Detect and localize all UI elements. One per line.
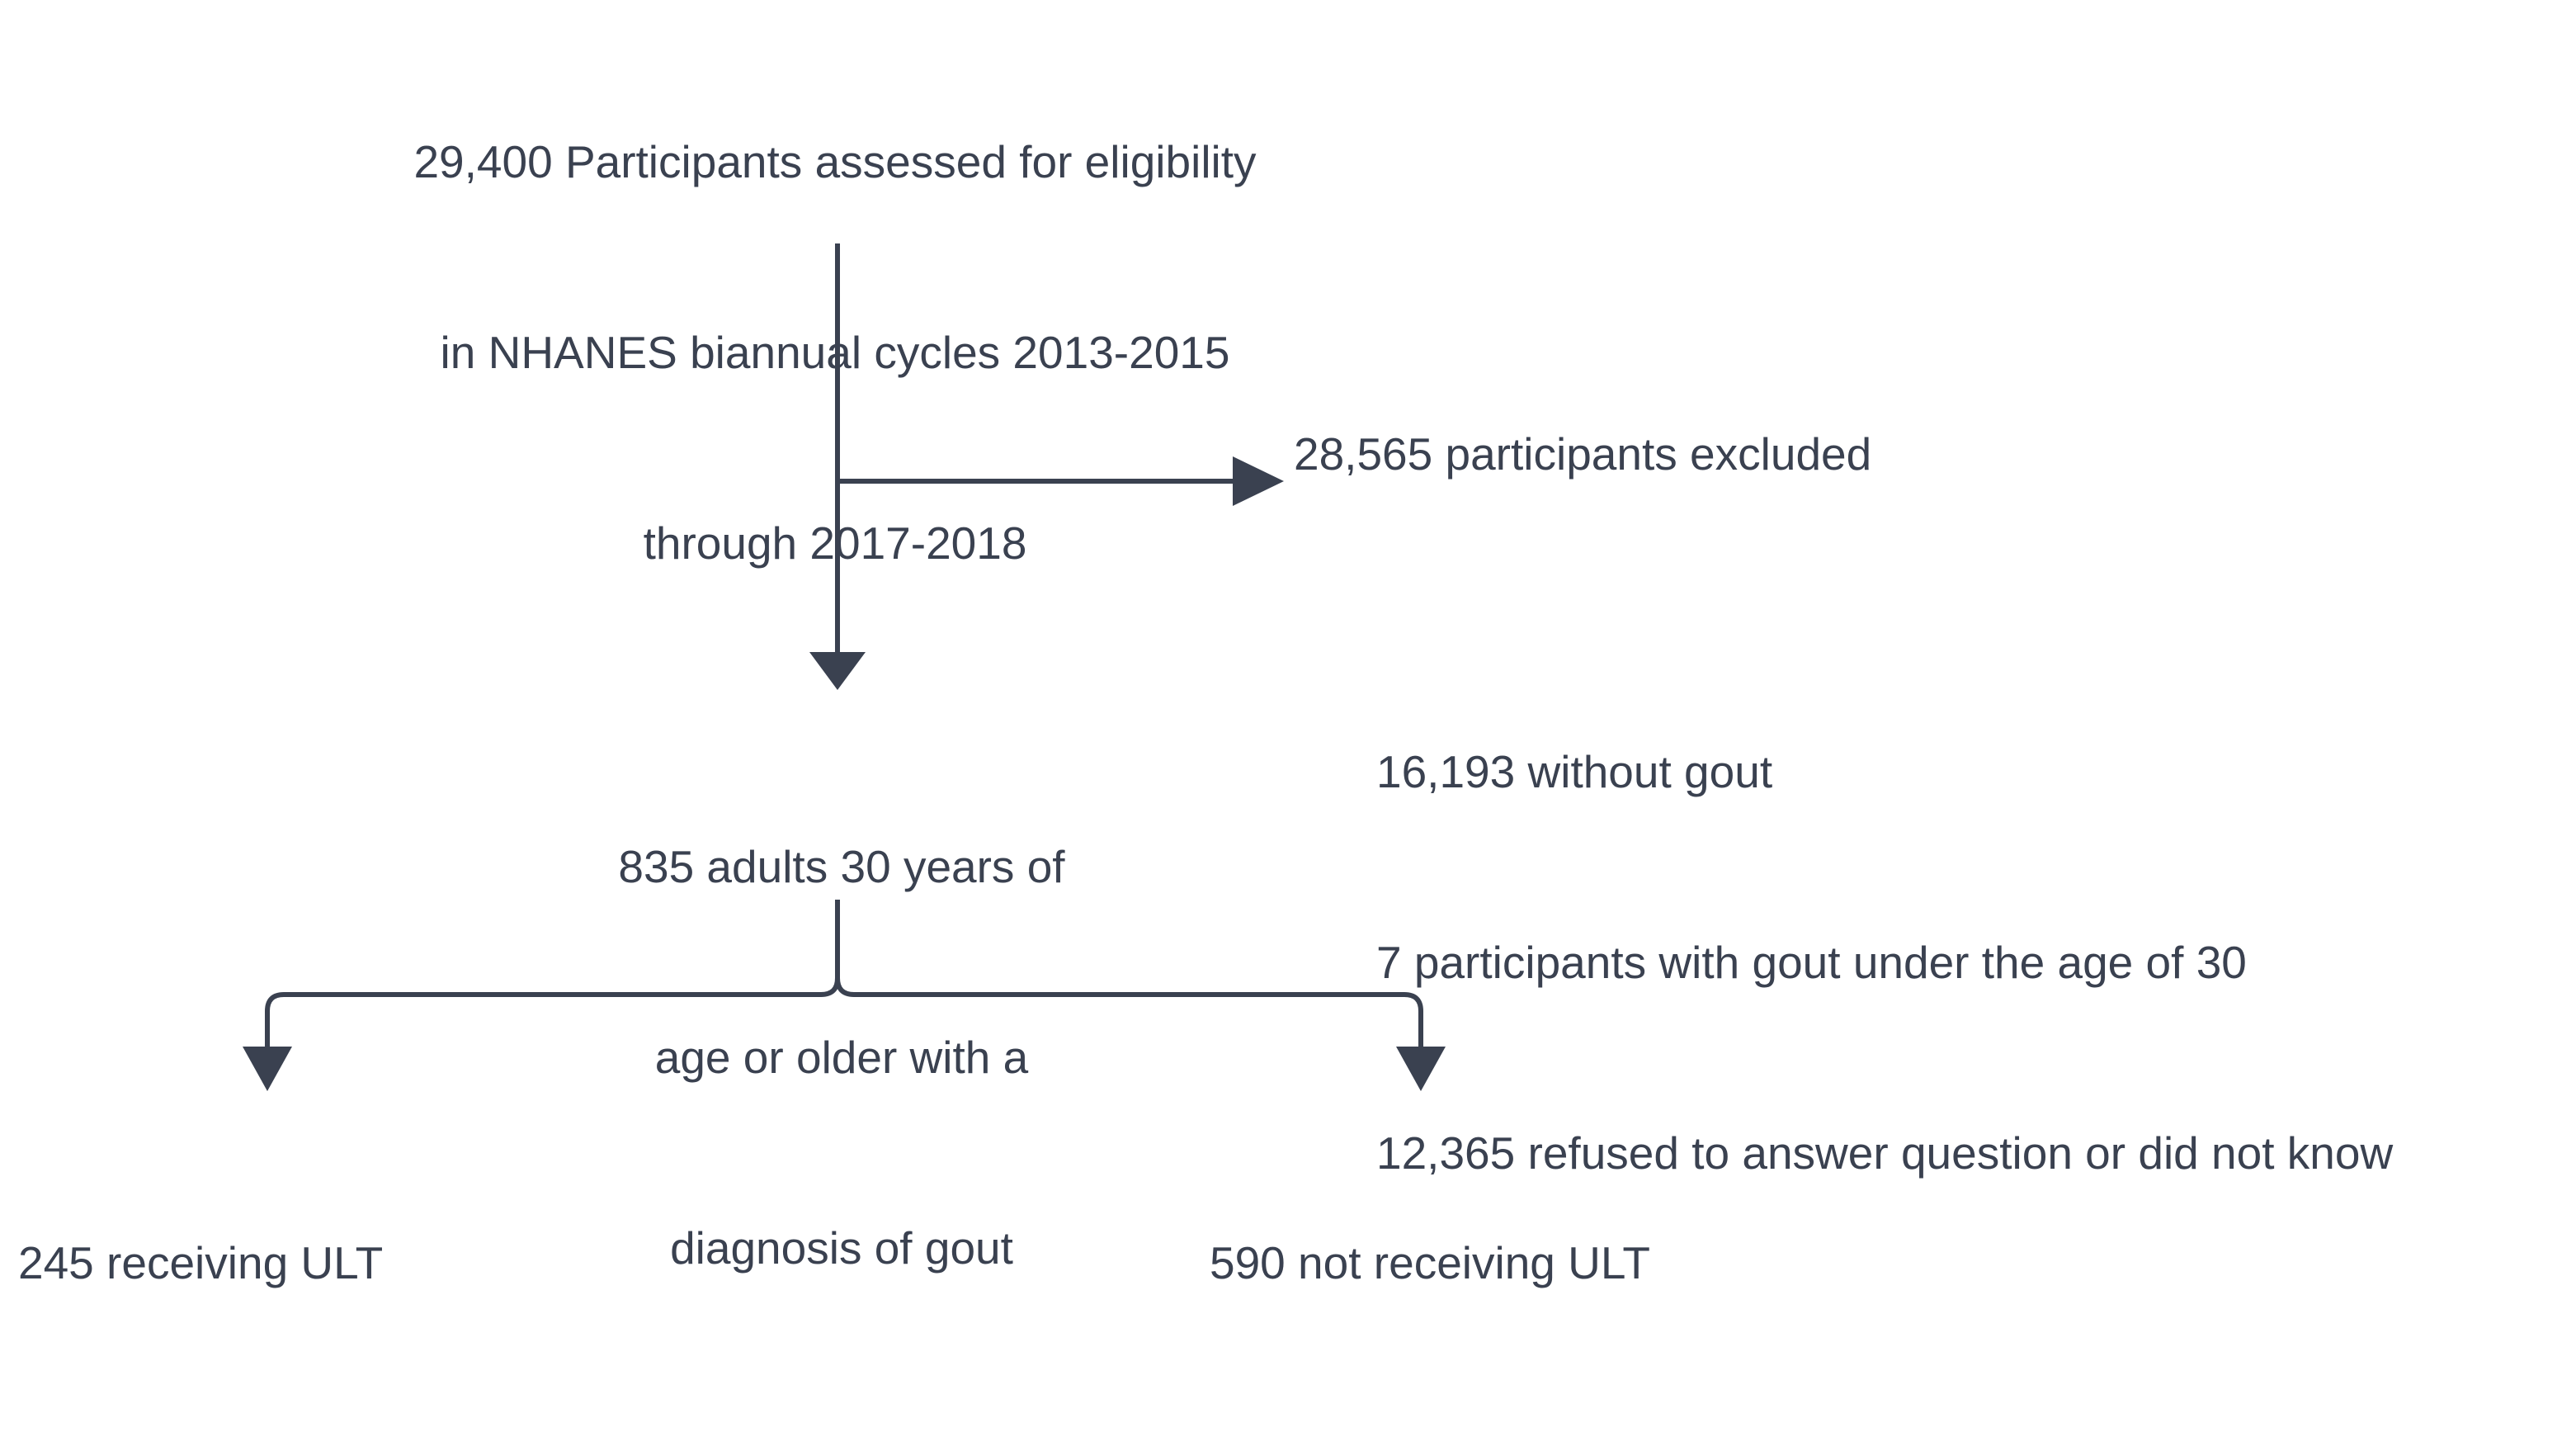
node-assessed-line-1: 29,400 Participants assessed for eligibi… — [413, 136, 1257, 187]
node-assessed-for-eligibility: 29,400 Participants assessed for eligibi… — [175, 3, 1495, 702]
node-excluded-list: 16,193 without gout 7 participants with … — [1294, 613, 2576, 1312]
node-eligible-adults-with-gout: 835 adults 30 years of age or older with… — [182, 708, 1502, 1407]
node-eligible-line-3: diagnosis of gout — [670, 1222, 1013, 1274]
node-no-ult-header: 590 not receiving ULT — [1210, 1237, 1650, 1288]
node-excluded-item-under-age-30: 7 participants with gout under the age o… — [1376, 937, 2247, 988]
node-excluded-header: 28,565 participants excluded — [1294, 428, 1872, 480]
node-eligible-line-1: 835 adults 30 years of — [618, 841, 1065, 892]
node-assessed-line-2: in NHANES biannual cycles 2013-2015 — [440, 327, 1230, 378]
node-participants-excluded: 28,565 participants excluded 16,193 with… — [1294, 295, 2576, 1432]
node-excluded-item-without-gout: 16,193 without gout — [1376, 746, 1773, 797]
node-receiving-ult: 245 receiving ULT 226 receiving allopuri… — [18, 1104, 1091, 1432]
node-ult-list: 226 receiving allopurinol 16 receiving f… — [18, 1422, 1091, 1432]
node-not-receiving-ult: 590 not receiving ULT — [1166, 1104, 1694, 1422]
node-eligible-line-2: age or older with a — [654, 1032, 1029, 1083]
node-excluded-item-refused: 12,365 refused to answer question or did… — [1376, 1127, 2394, 1179]
node-ult-header: 245 receiving ULT — [18, 1237, 384, 1288]
node-assessed-line-3: through 2017-2018 — [643, 518, 1027, 569]
